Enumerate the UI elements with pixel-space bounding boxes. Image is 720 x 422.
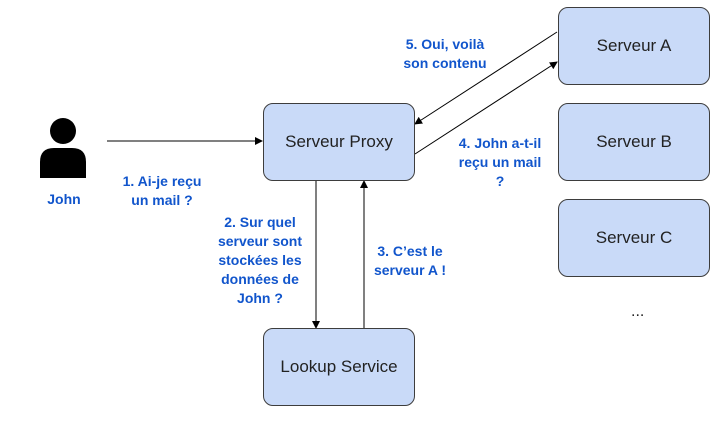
lookup-service-box: Lookup Service xyxy=(263,328,415,406)
arrow-step4 xyxy=(414,61,558,155)
step1-label: 1. Ai-je reçu un mail ? xyxy=(122,173,202,208)
server-b-box: Serveur B xyxy=(558,103,710,181)
step3-label: 3. C’est le serveur A ! xyxy=(373,243,447,278)
step2-label: 2. Sur quel serveur sont stockées les do… xyxy=(217,214,303,306)
person-icon xyxy=(40,118,86,178)
step4-label: 4. John a-t-il reçu un mail ? xyxy=(458,135,542,189)
more-servers-ellipsis: ... xyxy=(631,303,645,320)
proxy-server-box: Serveur Proxy xyxy=(263,103,415,181)
step5-label: 5. Oui, voilà son contenu xyxy=(403,36,487,71)
server-c-box: Serveur C xyxy=(558,199,710,277)
actor-name: John xyxy=(47,191,81,207)
server-a-box: Serveur A xyxy=(558,7,710,85)
arrow-step5 xyxy=(414,31,558,125)
